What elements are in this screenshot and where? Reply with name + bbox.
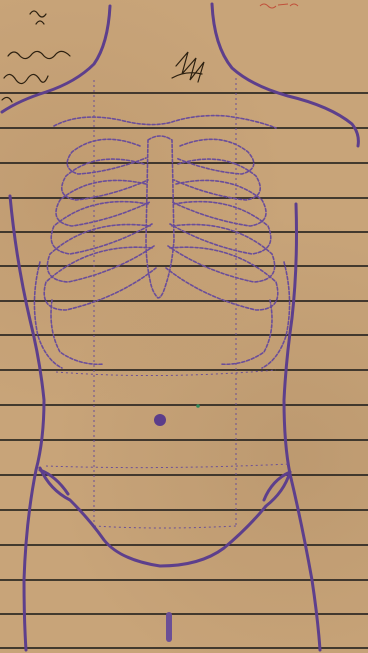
- right-ribs: [166, 139, 290, 368]
- navel-mark: [154, 414, 166, 426]
- sternum-outline: [146, 136, 174, 298]
- left-ribs: [34, 139, 156, 368]
- pelvic-outline: [40, 468, 290, 566]
- handwritten-note: [2, 11, 70, 102]
- neck-scribble: [172, 52, 204, 82]
- right-shoulder-outline: [212, 4, 358, 146]
- clavicle-outline: [54, 116, 276, 128]
- right-torso-outline: [284, 204, 320, 650]
- lower-midline-mark: [166, 612, 172, 642]
- green-dot: [196, 404, 200, 408]
